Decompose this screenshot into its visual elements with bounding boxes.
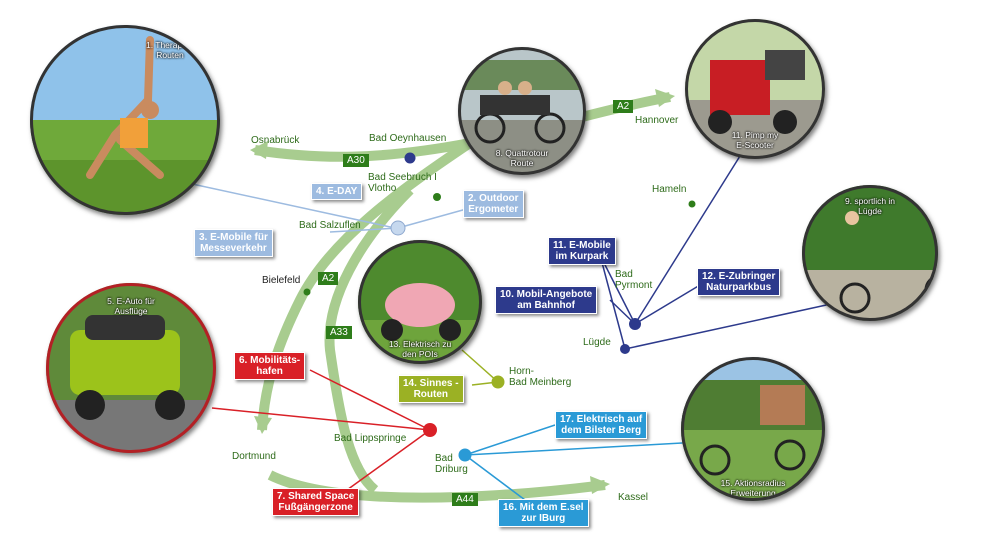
photo-caption-aktionsradius: 15. Aktionsradius Erweiterung <box>720 478 786 498</box>
dot-bad-pyrmont <box>629 318 641 330</box>
city-hameln: Hameln <box>652 184 687 195</box>
road-a30-arrow <box>250 141 268 159</box>
city-osnabrueck: Osnabrück <box>251 135 300 146</box>
box-mobilitaetshafen: 6. Mobilitäts- hafen <box>234 352 306 380</box>
road-label-a2-east: A2 <box>613 100 634 113</box>
photo-elektrisch-pois: 13. Elektrisch zu den POIs <box>358 240 482 364</box>
dot-bad-oeynhausen <box>404 152 416 164</box>
line-kurpark <box>599 254 636 325</box>
line-bilster <box>464 424 556 456</box>
city-bad-driburg: Bad Driburg <box>435 453 468 475</box>
dot-luegde <box>620 344 630 354</box>
line-pois <box>461 349 499 383</box>
box-e-mobile-messe: 3. E-Mobile für Messeverkehr <box>194 229 273 257</box>
city-hannover: Hannover <box>635 115 679 126</box>
dot-bad-driburg <box>458 448 472 462</box>
line-shared <box>339 429 431 496</box>
road-a2-east-arrow <box>655 89 675 107</box>
line-messe <box>329 227 399 233</box>
photo-aktionsradius: 15. Aktionsradius Erweiterung <box>681 357 825 501</box>
line-aktions <box>464 441 701 456</box>
city-bad-pyrmont: Bad Pyrmont <box>615 269 653 291</box>
road-a44-arrow <box>590 476 610 494</box>
line-hafen <box>309 369 431 431</box>
line-scooter <box>634 155 741 325</box>
dot-horn <box>491 375 505 389</box>
city-bad-seebruch-vlotho: Bad Seebruch I Vlotho <box>368 172 437 194</box>
box-e-zubringer: 12. E-Zubringer Naturparkbus <box>697 268 781 296</box>
road-label-a30: A30 <box>343 154 369 167</box>
photo-caption-therapie: 1. Therapie - Routen <box>145 40 195 60</box>
dot-hameln <box>688 200 696 208</box>
dot-bielefeld <box>303 288 311 296</box>
line-e-day <box>182 181 396 229</box>
photo-quattrotour: 8. Quattrotour Route <box>458 47 586 175</box>
dot-bad-salzuflen <box>390 220 406 236</box>
road-label-a2-west: A2 <box>318 272 339 285</box>
city-bielefeld: Bielefeld <box>262 275 301 286</box>
photo-e-auto: 5. E-Auto für Ausflüge <box>46 283 216 453</box>
city-dortmund: Dortmund <box>232 451 276 462</box>
line-ergometer <box>397 207 471 229</box>
box-elektrisch-bilster: 17. Elektrisch auf dem Bilster Berg <box>555 411 648 439</box>
photo-therapie-routen: 1. Therapie - Routen <box>30 25 220 215</box>
city-bad-oeynhausen: Bad Oeynhausen <box>369 133 447 144</box>
photo-caption-pois: 13. Elektrisch zu den POIs <box>388 339 452 359</box>
city-kassel: Kassel <box>618 492 649 503</box>
city-bad-salzuflen: Bad Salzuflen <box>299 220 361 231</box>
dot-bad-lippspringe <box>423 423 437 437</box>
road-label-a44: A44 <box>452 493 478 506</box>
photo-caption-scooter: 11. Pimp my E-Scooter <box>731 130 779 150</box>
line-esel <box>464 454 526 501</box>
road-label-a33: A33 <box>326 326 352 339</box>
city-horn-bad-meinberg: Horn- Bad Meinberg <box>509 366 572 388</box>
city-bad-lippspringe: Bad Lippspringe <box>334 433 407 444</box>
box-mobil-angebote: 10. Mobil-Angebote am Bahnhof <box>495 286 598 314</box>
box-e-sel: 16. Mit dem E.sel zur IBurg <box>498 499 589 527</box>
line-zubringer <box>634 284 701 325</box>
line-sportlich <box>624 301 841 350</box>
box-outdoor-ergometer: 2. Outdoor Ergometer <box>463 190 524 218</box>
photo-sportlich: 9. sportlich in Lügde <box>802 185 938 321</box>
box-shared-space: 7. Shared Space Fußgängerzone <box>272 488 360 516</box>
photo-caption-e-auto: 5. E-Auto für Ausflüge <box>107 296 155 316</box>
road-a2-west-arrow <box>254 416 272 434</box>
line-e-auto <box>211 407 431 431</box>
box-e-mobile-kurpark: 11. E-Mobile im Kurpark <box>548 237 616 265</box>
city-luegde: Lügde <box>583 337 611 348</box>
box-e-day: 4. E-DAY <box>311 183 363 200</box>
line-luegde-kurpark <box>599 254 626 350</box>
road-a33 <box>324 186 414 494</box>
box-sinnes-routen: 14. Sinnes - Routen <box>398 375 464 403</box>
photo-caption-sportlich: 9. sportlich in Lügde <box>844 196 896 216</box>
photo-caption-quattrotour: 8. Quattrotour Route <box>495 148 549 168</box>
photo-pimp-scooter: 11. Pimp my E-Scooter <box>685 19 825 159</box>
dot-bad-seebruch <box>433 193 441 201</box>
